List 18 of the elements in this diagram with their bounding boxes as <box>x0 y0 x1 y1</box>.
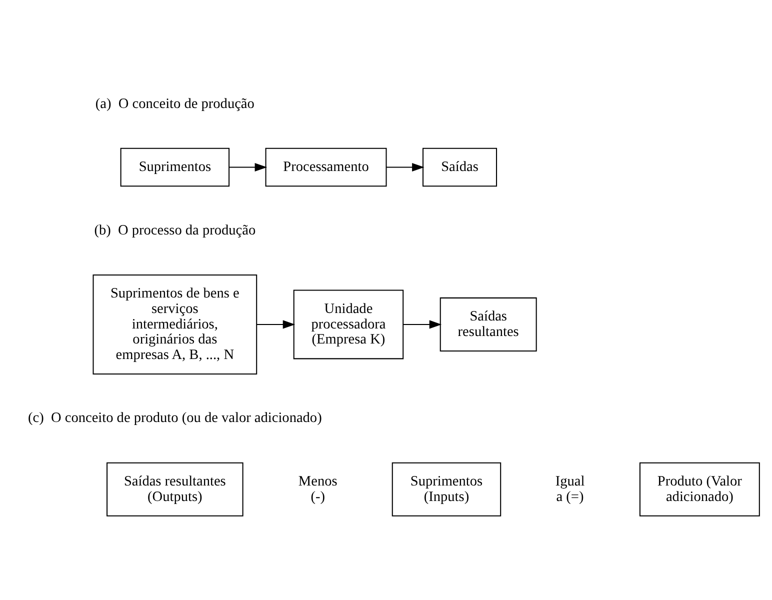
label: (b) O processo da produção <box>94 222 256 238</box>
node-box: Unidade processadora (Empresa K) <box>293 289 404 359</box>
label: Menos (-) <box>298 472 338 504</box>
node-box: Suprimentos <box>120 147 230 186</box>
label: (c) O conceito de produto (ou de valor adicionado) <box>28 410 322 426</box>
node-box: Suprimentos (Inputs) <box>392 462 502 516</box>
arrow <box>386 162 424 172</box>
node-box: Saídas <box>422 147 498 186</box>
node-box: Processamento <box>265 147 387 186</box>
arrow <box>256 320 296 328</box>
label: (a) O conceito de produção <box>95 95 254 112</box>
arrow <box>403 320 442 328</box>
label: Igual a (=) <box>555 472 585 504</box>
arrow <box>229 162 268 172</box>
node-box: Saídas resultantes <box>440 296 537 352</box>
node-box: Saídas resultantes (Outputs) <box>106 462 244 516</box>
node-box: Produto (Valor adicionado) <box>639 462 760 516</box>
node-box: Suprimentos de bens e serviços intermediários, originários das empresas A, B, ..., N <box>92 274 258 374</box>
